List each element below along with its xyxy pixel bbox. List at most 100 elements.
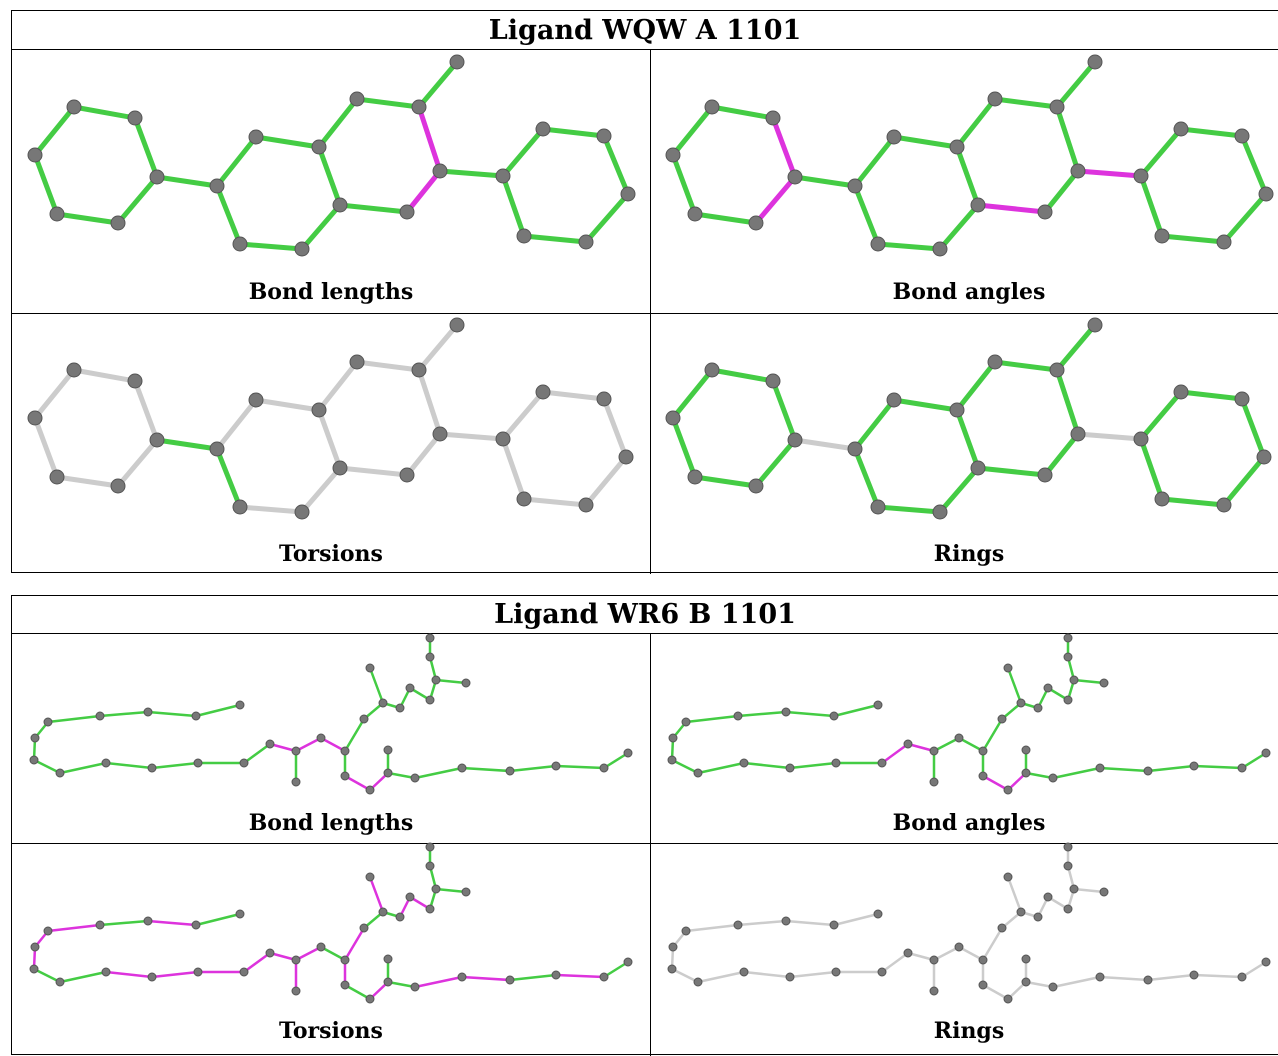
bond [500,436,527,502]
atom [316,733,326,743]
bond [46,714,102,724]
atom [457,972,467,982]
atom [209,441,225,457]
bond [386,980,417,989]
bond [880,951,910,974]
bond [104,970,154,979]
caption-bond-lengths: Bond lengths [248,279,414,305]
atom [681,717,691,727]
bond [58,970,108,984]
atom [1095,972,1105,982]
atom [191,920,201,930]
bond [954,359,998,413]
atom [291,746,301,756]
bond [875,241,943,252]
atom [1258,186,1274,202]
bond [954,144,981,208]
atom [667,755,677,765]
bond [343,774,372,792]
atom [997,714,1007,724]
atom [949,402,965,418]
atom [681,926,691,936]
atom [359,714,369,724]
atom [425,633,435,643]
atom [461,678,471,688]
atom [623,748,633,758]
atom [949,139,965,155]
bond [992,359,1060,373]
bond [1240,751,1268,770]
bond [32,415,60,480]
atom [1003,872,1013,882]
atom [359,923,369,933]
bond [696,761,746,775]
bond [1072,887,1106,894]
atom [127,110,143,126]
bond [670,104,715,158]
bond [981,983,1010,1001]
atom [55,977,65,987]
atom [1261,748,1271,758]
bond [1024,980,1055,989]
atom [1173,121,1189,137]
bond [253,134,322,150]
atom [551,761,561,771]
atom [147,763,157,773]
atom [870,236,886,252]
atom [43,717,53,727]
atom [1216,234,1232,250]
atom [110,478,126,494]
atom [410,773,420,783]
bond [832,912,880,927]
bond [1159,496,1227,508]
bond [736,919,788,927]
bond [601,133,631,197]
atom [1063,904,1073,914]
panel-title: Ligand WQW A 1101 [488,15,802,46]
bond [770,115,798,180]
atom [623,957,633,967]
bond [1042,431,1081,478]
atom [43,926,53,936]
atom [1049,99,1065,115]
bond [1006,875,1023,914]
bond [540,389,607,402]
atom [340,955,350,965]
atom [29,964,39,974]
bond [54,474,121,489]
bond [670,758,700,775]
atom [1037,204,1053,220]
atom [687,206,703,222]
atom [1173,384,1189,400]
atom [365,785,375,795]
atom [665,410,681,426]
bond [709,104,776,121]
bond [602,751,630,770]
atom [1069,884,1079,894]
atom [383,745,393,755]
atom [395,912,405,922]
bond [343,926,366,962]
atom [687,469,703,485]
atom [847,441,863,457]
atom [232,499,248,515]
bond [1054,59,1098,110]
bond [316,407,343,471]
atom [101,967,111,977]
caption-rings: Rings [933,541,1005,567]
bond [1178,389,1245,402]
atom [1048,982,1058,992]
atom [1033,703,1043,713]
bond [975,202,1048,215]
atom [49,206,65,222]
atom [1237,763,1247,773]
atom [209,178,225,194]
atom [847,178,863,194]
atom [877,967,887,977]
atom [1063,861,1073,871]
bond [792,174,858,189]
bond [1192,764,1244,770]
atom [1043,892,1053,902]
bond [792,437,858,452]
atom [27,147,43,163]
